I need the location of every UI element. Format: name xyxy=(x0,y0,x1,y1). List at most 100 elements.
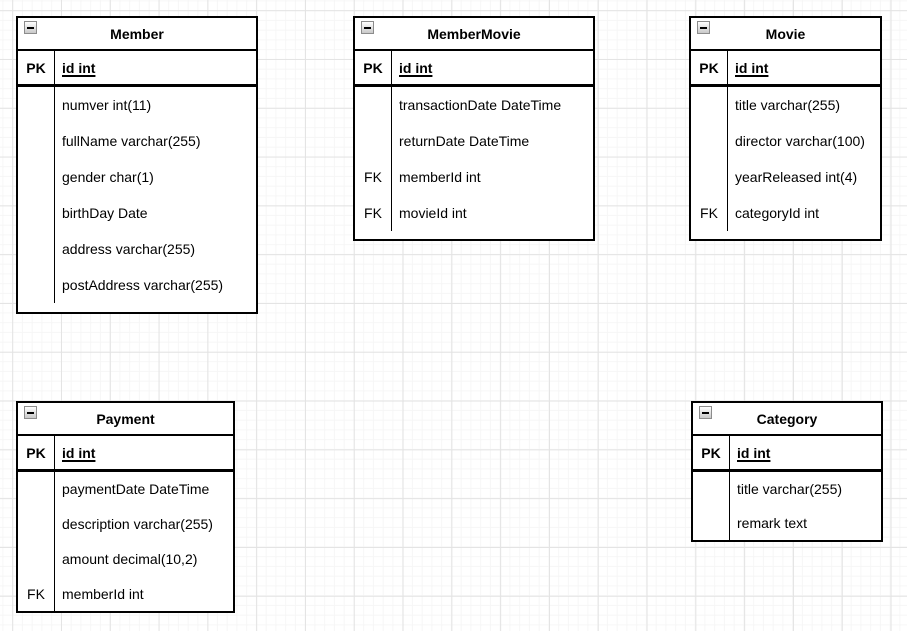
table-filler xyxy=(691,231,880,239)
table-title: Category xyxy=(756,410,818,427)
table-row[interactable]: yearReleased int(4) xyxy=(691,159,880,195)
field-text: yearReleased int(4) xyxy=(735,169,858,185)
key-label: FK xyxy=(355,159,392,195)
key-label xyxy=(355,123,392,159)
table-body: title varchar(255)remark text xyxy=(693,472,881,540)
field-text: gender char(1) xyxy=(62,169,154,185)
table-row[interactable]: director varchar(100) xyxy=(691,123,880,159)
table-row[interactable]: postAddress varchar(255) xyxy=(18,267,256,303)
field-text: amount decimal(10,2) xyxy=(62,550,198,567)
field-text: memberId int xyxy=(62,585,144,602)
field-text: memberId int xyxy=(399,169,481,185)
pk-label: PK xyxy=(691,51,728,84)
table-filler xyxy=(18,303,256,312)
table-body: transactionDate DateTime returnDate DateT… xyxy=(355,87,593,231)
key-label xyxy=(691,87,728,123)
table-title: Member xyxy=(110,25,164,42)
minus-glyph xyxy=(27,26,34,29)
table-row[interactable]: birthDay Date xyxy=(18,195,256,231)
entity-table-membermovie[interactable]: MemberMovie PK id int transactionDate Da… xyxy=(353,16,595,241)
table-row[interactable]: remark text xyxy=(693,506,881,540)
primary-key-row[interactable]: PK id int xyxy=(693,436,881,472)
field-text: postAddress varchar(255) xyxy=(62,277,224,293)
table-row[interactable]: returnDate DateTime xyxy=(355,123,593,159)
table-body: numver int(11) fullName varchar(255) gende… xyxy=(18,87,256,303)
key-label: FK xyxy=(691,195,728,231)
entity-table-payment[interactable]: Payment PK id int paymentDate DateTime de… xyxy=(16,401,235,613)
key-label xyxy=(691,159,728,195)
key-label xyxy=(693,472,730,506)
collapse-minus-icon[interactable] xyxy=(361,21,374,34)
key-label xyxy=(691,123,728,159)
entity-table-category[interactable]: Category PK id int title varchar(255)rem… xyxy=(691,401,883,542)
table-row[interactable]: numver int(11) xyxy=(18,87,256,123)
table-row[interactable]: transactionDate DateTime xyxy=(355,87,593,123)
table-header: MemberMovie xyxy=(355,18,593,51)
table-row[interactable]: amount decimal(10,2) xyxy=(18,541,233,577)
pk-label: PK xyxy=(355,51,392,84)
table-body: paymentDate DateTime description varchar(… xyxy=(18,472,233,611)
primary-key-row[interactable]: PK id int xyxy=(691,51,880,87)
table-row[interactable]: FK categoryId int xyxy=(691,195,880,231)
primary-key-row[interactable]: PK id int xyxy=(18,51,256,87)
minus-glyph xyxy=(364,26,371,29)
table-header: Member xyxy=(18,18,256,51)
minus-glyph xyxy=(702,411,709,414)
entity-table-member[interactable]: Member PK id int numver int(11) fullName … xyxy=(16,16,258,314)
collapse-minus-icon[interactable] xyxy=(697,21,710,34)
key-label xyxy=(18,159,55,195)
table-row[interactable]: title varchar(255) xyxy=(693,472,881,506)
key-label: FK xyxy=(355,195,392,231)
field-text: paymentDate DateTime xyxy=(62,481,210,498)
field-text: fullName varchar(255) xyxy=(62,133,201,149)
field-text: address varchar(255) xyxy=(62,241,196,257)
table-header: Category xyxy=(693,403,881,436)
collapse-minus-icon[interactable] xyxy=(24,21,37,34)
field-text: birthDay Date xyxy=(62,205,148,221)
table-row[interactable]: title varchar(255) xyxy=(691,87,880,123)
field-text: categoryId int xyxy=(735,205,820,221)
key-label xyxy=(18,541,55,577)
key-label xyxy=(18,87,55,123)
primary-key-row[interactable]: PK id int xyxy=(355,51,593,87)
table-header: Movie xyxy=(691,18,880,51)
field-text: description varchar(255) xyxy=(62,516,213,533)
pk-label: PK xyxy=(18,436,55,469)
table-row[interactable]: address varchar(255) xyxy=(18,231,256,267)
table-row[interactable]: gender char(1) xyxy=(18,159,256,195)
key-label xyxy=(18,123,55,159)
key-label xyxy=(18,195,55,231)
entity-table-movie[interactable]: Movie PK id int title varchar(255) direct… xyxy=(689,16,882,241)
table-row[interactable]: FK memberId int xyxy=(355,159,593,195)
field-text: director varchar(100) xyxy=(735,133,865,149)
table-title: Payment xyxy=(96,410,155,427)
collapse-minus-icon[interactable] xyxy=(699,406,712,419)
field-text: transactionDate DateTime xyxy=(399,97,562,113)
collapse-minus-icon[interactable] xyxy=(24,406,37,419)
key-label xyxy=(355,87,392,123)
minus-glyph xyxy=(27,411,34,414)
key-label xyxy=(693,506,730,540)
key-label xyxy=(18,472,55,507)
table-row[interactable]: description varchar(255) xyxy=(18,506,233,542)
minus-glyph xyxy=(700,26,707,29)
table-row[interactable]: paymentDate DateTime xyxy=(18,472,233,507)
key-label xyxy=(18,506,55,542)
key-label xyxy=(18,231,55,267)
pk-label: PK xyxy=(693,436,730,469)
pk-field-text: id int xyxy=(62,444,96,461)
field-text: title varchar(255) xyxy=(735,97,841,113)
table-row[interactable]: fullName varchar(255) xyxy=(18,123,256,159)
table-header: Payment xyxy=(18,403,233,436)
pk-field-text: id int xyxy=(62,59,96,76)
field-text: returnDate DateTime xyxy=(399,133,530,149)
key-label xyxy=(18,267,55,303)
table-title: MemberMovie xyxy=(427,25,521,42)
table-body: title varchar(255) director varchar(100) y… xyxy=(691,87,880,231)
field-text: numver int(11) xyxy=(62,97,152,113)
pk-field-text: id int xyxy=(737,444,771,461)
primary-key-row[interactable]: PK id int xyxy=(18,436,233,472)
